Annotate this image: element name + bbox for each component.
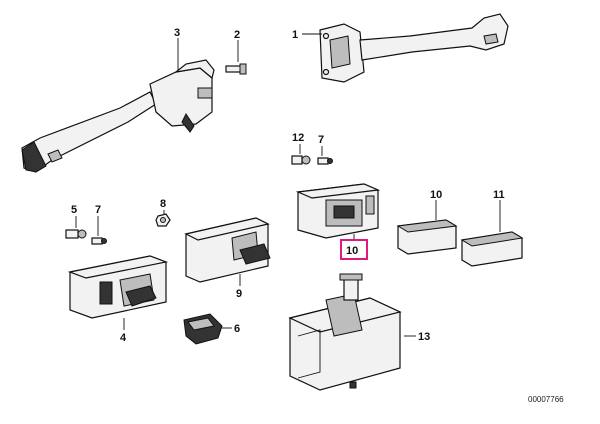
part-11-switch-cap[interactable] [396,219,458,255]
part-4-switch-unit[interactable] [67,255,169,319]
part-10-hazard-switch[interactable] [295,183,381,239]
callout-3: 3 [174,27,180,39]
callout-10: 10 [346,245,358,257]
callout-1: 1 [292,29,298,41]
callout-12: 11 [493,189,505,201]
reference-number: 00007766 [528,395,564,404]
part-9-switch-unit[interactable] [184,217,271,283]
part-6-switch-button[interactable] [183,313,223,345]
callout-14: 13 [418,331,430,343]
part-7-bulb-upper[interactable] [317,157,333,165]
callout-6: 6 [234,323,240,335]
callout-10-highlight-box [340,239,368,260]
part-13-bulb-socket[interactable] [291,155,311,165]
callout-5: 5 [71,204,77,216]
callout-7-upper: 7 [318,134,324,146]
part-3-turn-signal-stalk[interactable] [21,59,215,173]
callout-8: 8 [160,198,166,210]
callout-2: 2 [234,29,240,41]
callout-9: 9 [236,288,242,300]
part-1-wiper-stalk[interactable] [319,13,509,83]
callout-7-lower: 7 [95,204,101,216]
part-2-screw[interactable] [225,63,247,75]
callout-13: 12 [292,132,304,144]
part-14-relay-unit[interactable] [288,273,402,391]
callout-4: 4 [120,332,127,344]
part-5-bulb-socket[interactable] [65,229,87,239]
part-8-nut[interactable] [155,213,171,227]
part-12-switch-cap[interactable] [460,231,524,267]
callout-11: 10 [430,189,442,201]
part-7-bulb-lower[interactable] [91,237,107,245]
